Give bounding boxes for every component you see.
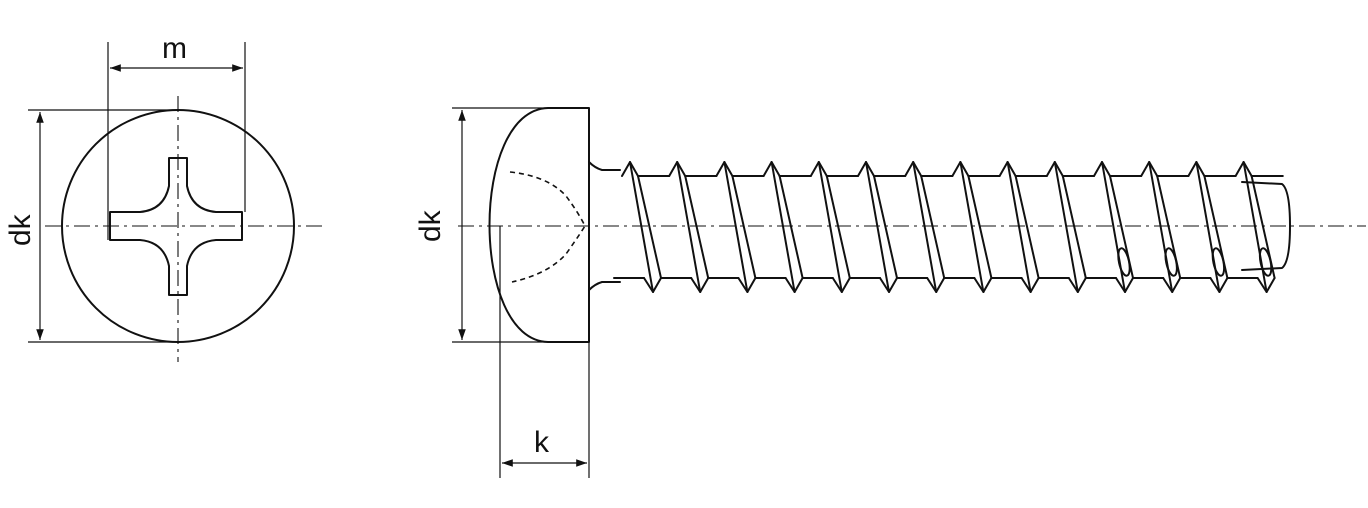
phillips-recess — [109, 157, 243, 296]
thread-flank-front — [629, 161, 654, 293]
thread-flank-front — [723, 161, 749, 293]
thread-flank-front — [817, 161, 843, 293]
thread-flank-back — [731, 175, 757, 279]
thread-cutting-notch — [1211, 247, 1226, 277]
dk-top-label: dk — [4, 213, 37, 246]
thread-flank-front — [959, 161, 985, 293]
pan-head-outline — [488, 107, 590, 343]
recess-hidden-line — [509, 171, 586, 283]
thread-flank-back — [967, 175, 993, 279]
thread-flank-front — [770, 161, 796, 293]
thread-flank-front — [865, 161, 890, 293]
k-label: k — [534, 426, 550, 459]
thread-flank-back — [825, 175, 851, 279]
thread-flank-back — [1061, 175, 1087, 279]
thread-flank-back — [920, 175, 946, 279]
dk-side-label: dk — [414, 209, 447, 242]
top-view: m dk — [4, 32, 322, 362]
thread-group — [613, 161, 1284, 293]
thread-cutting-notch — [1117, 247, 1131, 277]
thread-flank-back — [684, 175, 710, 279]
thread-flank-front — [1006, 161, 1032, 293]
tip-outline — [1241, 181, 1291, 271]
thread-flank-back — [637, 175, 662, 279]
thread-flank-back — [1014, 175, 1040, 279]
shank-outline — [588, 161, 621, 291]
m-label: m — [162, 32, 187, 65]
thread-flank-back — [873, 175, 898, 279]
thread-flank-back — [778, 175, 804, 279]
thread-flank-front — [676, 161, 702, 293]
thread-flank-front — [1053, 161, 1079, 293]
thread-cutting-notch — [1164, 247, 1178, 277]
thread-cutting-notch — [1258, 247, 1273, 277]
side-view: dk k — [414, 107, 1366, 478]
thread-flank-front — [912, 161, 938, 293]
